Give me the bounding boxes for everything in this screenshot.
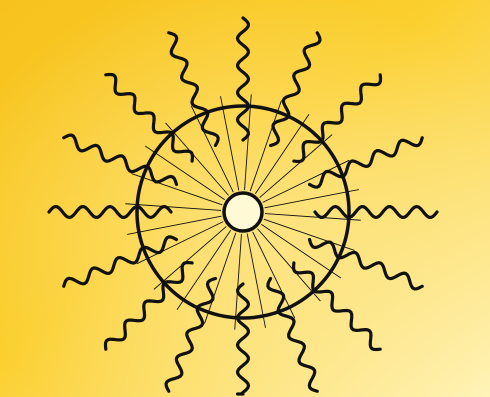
inner-core-circle [224,193,262,231]
